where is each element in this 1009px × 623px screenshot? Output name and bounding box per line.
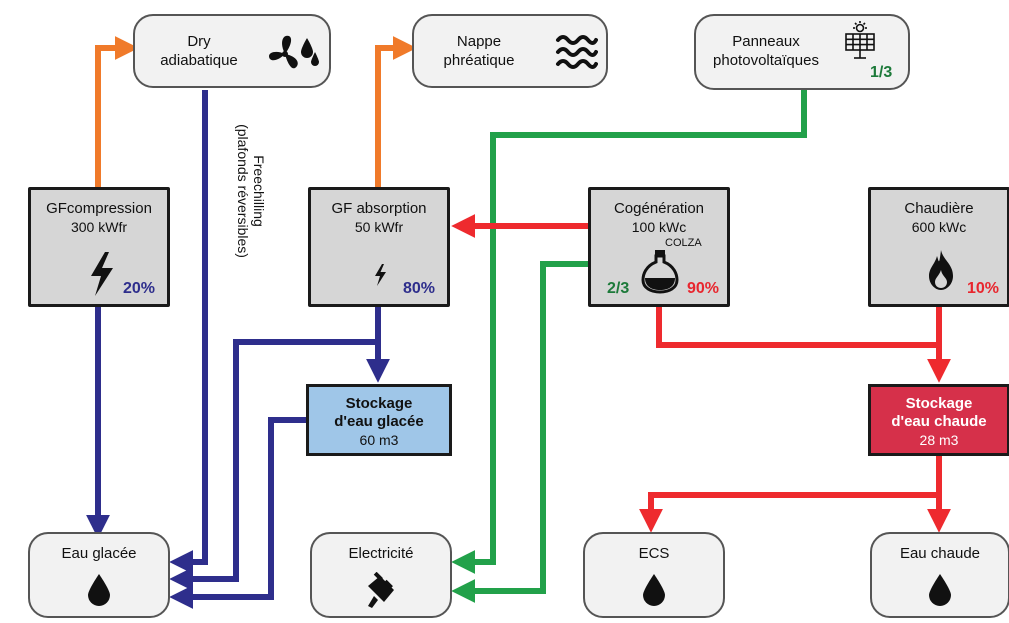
electricite-label: Electricité <box>348 545 414 562</box>
arrow-gfabs-to-nappe <box>375 36 417 188</box>
node-stockage-eau-chaude: Stockage d'eau chaude 28 m3 <box>868 384 1009 456</box>
dry-label-line2: adiabatique <box>160 52 238 69</box>
stockage-chaude-volume: 28 m3 <box>919 432 959 448</box>
arrow-pv-to-electricite <box>451 90 807 574</box>
stockage-chaude-line1: Stockage <box>905 395 973 412</box>
node-chaudiere: Chaudière 600 kWc 10% <box>868 187 1009 307</box>
arrow-freechilling <box>169 90 208 574</box>
node-eau-glacee: Eau glacée <box>28 532 170 618</box>
cogen-fuel: COLZA <box>665 237 702 249</box>
freechilling-label: Freechilling (plafonds réversibles) <box>205 96 275 286</box>
nappe-label-line1: Nappe <box>456 33 502 50</box>
ecs-label: ECS <box>638 545 670 562</box>
solar-panel-icon <box>845 21 875 59</box>
cogen-pct: 90% <box>687 280 720 297</box>
drop-icon <box>929 574 951 606</box>
dry-label-line1: Dry <box>187 33 211 50</box>
arrow-stockage-to-eau-glacee <box>169 417 306 609</box>
arrow-gfabs-to-eau-glacee <box>169 339 378 591</box>
stockage-glacee-line2: d'eau glacée <box>334 413 424 430</box>
pv-label-line1: Panneaux <box>732 33 800 50</box>
gfcomp-pct: 20% <box>123 280 156 297</box>
cogen-title: Cogénération <box>613 200 705 217</box>
node-gf-absorption: GF absorption 50 kWfr 80% <box>308 187 450 307</box>
arrow-cogen-to-electricite <box>451 261 588 603</box>
gfcomp-title: GFcompression <box>46 200 152 217</box>
freechilling-line1: Freechilling <box>251 155 267 227</box>
gfabs-capacity: 50 kWfr <box>354 219 404 235</box>
node-ecs: ECS <box>583 532 725 618</box>
drop-icon <box>643 574 665 606</box>
eau-chaude-label: Eau chaude <box>899 545 981 562</box>
node-electricite: Electricité <box>310 532 452 618</box>
gfabs-pct: 80% <box>403 280 436 297</box>
flame-icon <box>929 250 953 290</box>
node-panneaux-pv: Panneaux photovoltaïques 1/3 <box>694 14 910 90</box>
freechilling-line2: (plafonds réversibles) <box>235 124 251 258</box>
cogen-share: 2/3 <box>607 280 630 297</box>
node-nappe-phreatique: Nappe phréatique <box>412 14 608 88</box>
waves-icon <box>556 35 598 69</box>
gfcomp-capacity: 300 kWfr <box>70 219 127 235</box>
node-eau-chaude: Eau chaude <box>870 532 1009 618</box>
pv-share: 1/3 <box>870 64 893 81</box>
lightning-icon <box>375 264 386 286</box>
fan-drops-icon <box>269 35 319 69</box>
flask-icon <box>641 250 679 294</box>
chaudiere-title: Chaudière <box>904 200 974 217</box>
stockage-glacee-volume: 60 m3 <box>359 432 399 448</box>
cogen-capacity: 100 kWc <box>631 219 687 235</box>
node-dry-adiabatique: Dry adiabatique <box>133 14 331 88</box>
stockage-glacee-line1: Stockage <box>345 395 413 412</box>
arrow-stockage-to-ecs <box>639 492 939 533</box>
nappe-label-line2: phréatique <box>443 52 515 69</box>
chaudiere-capacity: 600 kWc <box>911 219 967 235</box>
plug-icon <box>368 572 394 608</box>
lightning-icon <box>91 252 113 296</box>
node-cogeneration: Cogénération 100 kWc COLZA 2/3 90% <box>588 187 730 307</box>
stockage-chaude-line2: d'eau chaude <box>891 413 987 430</box>
arrow-cogen-to-stockage-chaude <box>656 306 939 348</box>
pv-label-line2: photovoltaïques <box>713 52 819 69</box>
chaudiere-pct: 10% <box>967 280 1000 297</box>
gfabs-title: GF absorption <box>331 200 427 217</box>
eau-glacee-label: Eau glacée <box>61 545 137 562</box>
drop-icon <box>88 574 110 606</box>
arrow-gfcomp-to-dry <box>95 36 139 188</box>
node-stockage-eau-glacee: Stockage d'eau glacée 60 m3 <box>306 384 452 456</box>
node-gf-compression: GFcompression 300 kWfr 20% <box>28 187 170 307</box>
